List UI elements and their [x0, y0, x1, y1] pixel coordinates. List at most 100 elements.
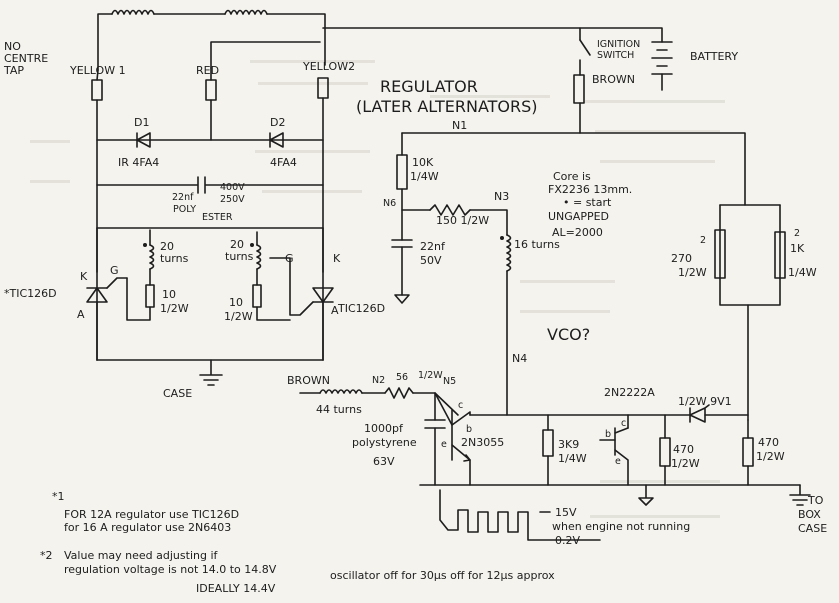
note1-line2: for 16 A regulator use 2N6403	[64, 521, 231, 534]
n1-label: N1	[452, 119, 467, 132]
note2-mark: *2	[40, 549, 53, 562]
note1-line1: FOR 12A regulator use TIC126D	[64, 508, 239, 521]
r10-left-power: 1/2W	[160, 302, 189, 315]
snubber-capacitor	[96, 176, 324, 229]
q2-emitter: e	[615, 456, 621, 467]
cap1-value: 22nf	[172, 192, 194, 203]
oscillator-waveform	[439, 489, 601, 541]
r150-label: 150 1/2W	[436, 214, 489, 227]
battery-supply	[322, 27, 673, 134]
return-rail	[419, 484, 811, 506]
r10-left-value: 10	[162, 288, 176, 301]
bleed-through-text	[30, 60, 725, 518]
note1-mark: *1	[52, 490, 65, 503]
no-centre-tap-label-1: NO	[4, 40, 21, 53]
r10k-power: 1/4W	[410, 170, 439, 183]
r1k-power: 1/4W	[788, 266, 817, 279]
n6-network	[391, 204, 508, 304]
left-thyristor-type: *TIC126D	[4, 287, 57, 300]
cap2-value: 22nf	[420, 240, 446, 253]
core-note-1: Core is	[553, 170, 591, 183]
core-note-4: UNGAPPED	[548, 210, 609, 223]
r10k-value: 10K	[412, 156, 434, 169]
turns20-right-b: turns	[225, 250, 254, 263]
r470a-power: 1/2W	[671, 457, 700, 470]
to-box-label-3: CASE	[798, 522, 827, 535]
zener-label: 1/2W 9V1	[678, 395, 732, 408]
battery-label: BATTERY	[690, 50, 738, 63]
diagram-title: REGULATOR	[380, 77, 478, 96]
q1-collector: c	[458, 400, 463, 411]
driver-section	[542, 404, 754, 486]
r3k9-power: 1/4W	[558, 452, 587, 465]
r470b-power: 1/2W	[756, 450, 785, 463]
core-note-2: FX2236 13mm.	[548, 183, 632, 196]
oscillator-section	[299, 387, 629, 486]
note2-line2: regulation voltage is not 14.0 to 14.8V	[64, 563, 277, 576]
yellow2-label: YELLOW2	[302, 60, 355, 73]
r1k-value: 1K	[790, 242, 805, 255]
coil44-label: 44 turns	[316, 403, 362, 416]
no-centre-tap-label-2: CENTRE	[4, 52, 48, 65]
cap1-type-2: ESTER	[202, 212, 233, 223]
wave-high-label: 15V	[555, 506, 577, 519]
case-label: CASE	[163, 387, 192, 400]
note2-line1: Value may need adjusting if	[64, 549, 219, 562]
right-a-label: A	[331, 304, 339, 317]
cap1-voltage-2: 250V	[220, 194, 245, 205]
yellow1-label: YELLOW 1	[69, 64, 126, 77]
brown-top-label: BROWN	[592, 73, 635, 86]
note2-line3: IDEALLY 14.4V	[196, 582, 276, 595]
r270-value: 270	[671, 252, 692, 265]
left-g-label: G	[110, 264, 119, 277]
vco-label: VCO?	[547, 325, 590, 344]
d2-type-label: 4FA4	[270, 156, 297, 169]
right-k-label: K	[333, 252, 341, 265]
wave-note: when engine not running	[552, 520, 690, 533]
brown-bottom-label: BROWN	[287, 374, 330, 387]
q1-base: b	[466, 424, 472, 435]
d1-label: D1	[134, 116, 149, 129]
r470a-value: 470	[673, 443, 694, 456]
d1-type-label: IR 4FA4	[118, 156, 159, 169]
core-note-5: AL=2000	[552, 226, 603, 239]
right-g-label: G	[285, 252, 294, 265]
cap2-voltage: 50V	[420, 254, 442, 267]
q2-collector: c	[621, 418, 626, 429]
q1-type: 2N3055	[461, 436, 504, 449]
diagram-subtitle: (LATER ALTERNATORS)	[356, 97, 538, 116]
q1-emitter: e	[441, 439, 447, 450]
cap3-type: polystyrene	[352, 436, 417, 449]
left-thyristor-circuit	[86, 227, 155, 361]
q2-type: 2N2222A	[604, 386, 655, 399]
inductor16-label: 16 turns	[514, 238, 560, 251]
stator-coils	[97, 9, 326, 71]
n2-label: N2	[372, 375, 385, 386]
no-centre-tap-label-3: TAP	[3, 64, 24, 77]
cap3-value: 1000pf	[364, 422, 404, 435]
case-bus	[96, 359, 324, 386]
d2-label: D2	[270, 116, 285, 129]
r56-power: 1/2W	[418, 370, 443, 381]
to-box-label-2: BOX	[798, 508, 821, 521]
r10-right-power: 1/2W	[224, 310, 253, 323]
r270-note-mark: 2	[700, 235, 706, 246]
inductor-16-turns	[500, 234, 512, 416]
cap3-voltage: 63V	[373, 455, 395, 468]
to-box-label-1: TO	[807, 494, 824, 507]
core-note-3: • = start	[563, 196, 612, 209]
r270-power: 1/2W	[678, 266, 707, 279]
left-k-label: K	[80, 270, 88, 283]
labels-layer: NO CENTRE TAP YELLOW 1 RED YELLOW2 IGNIT…	[3, 39, 827, 595]
rectifier-diodes	[96, 132, 324, 148]
red-label: RED	[196, 64, 219, 77]
r470b-value: 470	[758, 436, 779, 449]
left-a-label: A	[77, 308, 85, 321]
cap1-voltage-1: 400V	[220, 182, 245, 193]
r56-value: 56	[396, 372, 408, 383]
r10-right-value: 10	[229, 296, 243, 309]
turns20-left-a: 20	[160, 240, 174, 253]
oscillator-note: oscillator off for 30µs off for 12µs app…	[330, 569, 555, 582]
